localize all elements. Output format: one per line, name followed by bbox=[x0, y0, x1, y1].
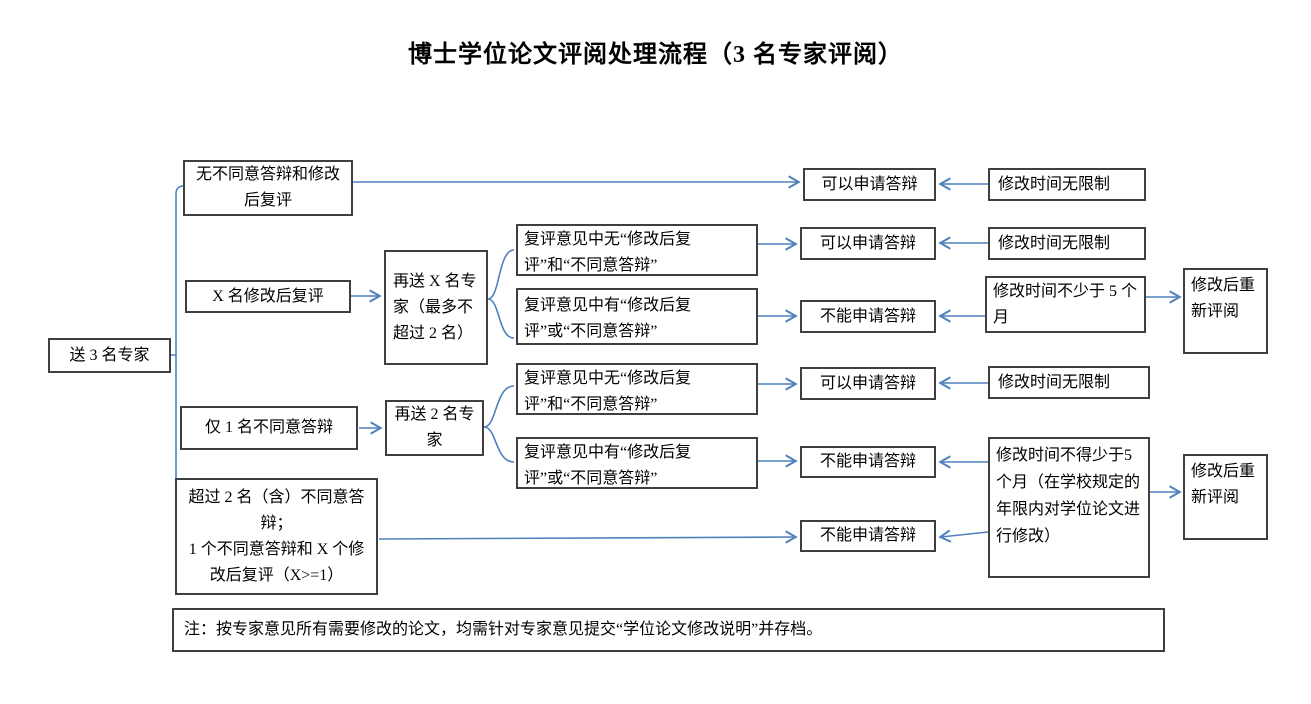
node-over-two-disagree-text: 超过 2 名（含）不同意答辩； 1 个不同意答辩和 X 个修改后复评（X>=1） bbox=[181, 485, 372, 589]
node-no-disagree-no-revise: 无不同意答辩和修改后复评 bbox=[183, 160, 353, 216]
node-x-revise-recheck: X 名修改后复评 bbox=[185, 280, 351, 313]
node-cannot-defend-b: 不能申请答辩 bbox=[800, 446, 936, 478]
node-over-two-disagree: 超过 2 名（含）不同意答辩； 1 个不同意答辩和 X 个修改后复评（X>=1） bbox=[175, 478, 378, 595]
node-only-one-disagree: 仅 1 名不同意答辩 bbox=[180, 406, 358, 450]
node-no-time-limit-c: 修改时间无限制 bbox=[988, 366, 1150, 399]
arrow-manydisagree-to-cannot-c bbox=[378, 530, 798, 544]
brace-resendx-lower bbox=[487, 298, 515, 339]
node-recheck-with-b: 复评意见中有“修改后复评”或“不同意答辩” bbox=[516, 437, 758, 489]
node-cannot-defend-a: 不能申请答辩 bbox=[800, 300, 936, 333]
arrow-min5detail-to-cannot-c bbox=[938, 529, 989, 543]
node-send-3-experts: 送 3 名专家 bbox=[48, 338, 171, 373]
node-can-defend-a: 可以申请答辩 bbox=[803, 168, 936, 201]
node-can-defend-c: 可以申请答辩 bbox=[800, 367, 936, 400]
node-can-defend-b: 可以申请答辩 bbox=[800, 227, 936, 260]
node-cannot-defend-c: 不能申请答辩 bbox=[800, 520, 936, 552]
brace-resend2-upper bbox=[483, 385, 515, 428]
node-recheck-without-b: 复评意见中无“修改后复评”和“不同意答辩” bbox=[516, 363, 758, 415]
node-min-5-months: 修改时间不少于 5 个月 bbox=[985, 276, 1146, 333]
brace-resendx-upper bbox=[487, 249, 515, 300]
node-recheck-without-a: 复评意见中无“修改后复评”和“不同意答辩” bbox=[516, 224, 758, 276]
node-no-time-limit-a: 修改时间无限制 bbox=[988, 168, 1146, 201]
node-over-two-disagree-line2: 1 个不同意答辩和 X 个修改后复评（X>=1） bbox=[188, 540, 365, 584]
node-resend-2-experts: 再送 2 名专家 bbox=[385, 400, 484, 456]
node-rereview-b: 修改后重新评阅 bbox=[1183, 454, 1268, 540]
note-text: 注：按专家意见所有需要修改的论文，均需针对专家意见提交“学位论文修改说明”并存档… bbox=[184, 621, 823, 638]
node-resend-x-experts-label: 再送 X 名专家（最多不超过 2 名） bbox=[393, 272, 477, 342]
node-no-time-limit-b: 修改时间无限制 bbox=[988, 227, 1146, 260]
node-min-5-months-detail: 修改时间不得少于5个月（在学校规定的年限内对学位论文进行修改） bbox=[988, 437, 1150, 578]
brace-resend2-lower bbox=[483, 426, 515, 463]
bracket-send-to-branches bbox=[170, 185, 185, 524]
node-rereview-a: 修改后重新评阅 bbox=[1183, 268, 1268, 354]
page-title: 博士学位论文评阅处理流程（3 名专家评阅） bbox=[408, 42, 903, 68]
node-over-two-disagree-line1: 超过 2 名（含）不同意答辩； bbox=[188, 488, 365, 532]
node-resend-x-experts: 再送 X 名专家（最多不超过 2 名） bbox=[384, 250, 488, 365]
node-recheck-with-a: 复评意见中有“修改后复评”或“不同意答辩” bbox=[516, 288, 758, 345]
note-box: 注：按专家意见所有需要修改的论文，均需针对专家意见提交“学位论文修改说明”并存档… bbox=[172, 608, 1165, 652]
